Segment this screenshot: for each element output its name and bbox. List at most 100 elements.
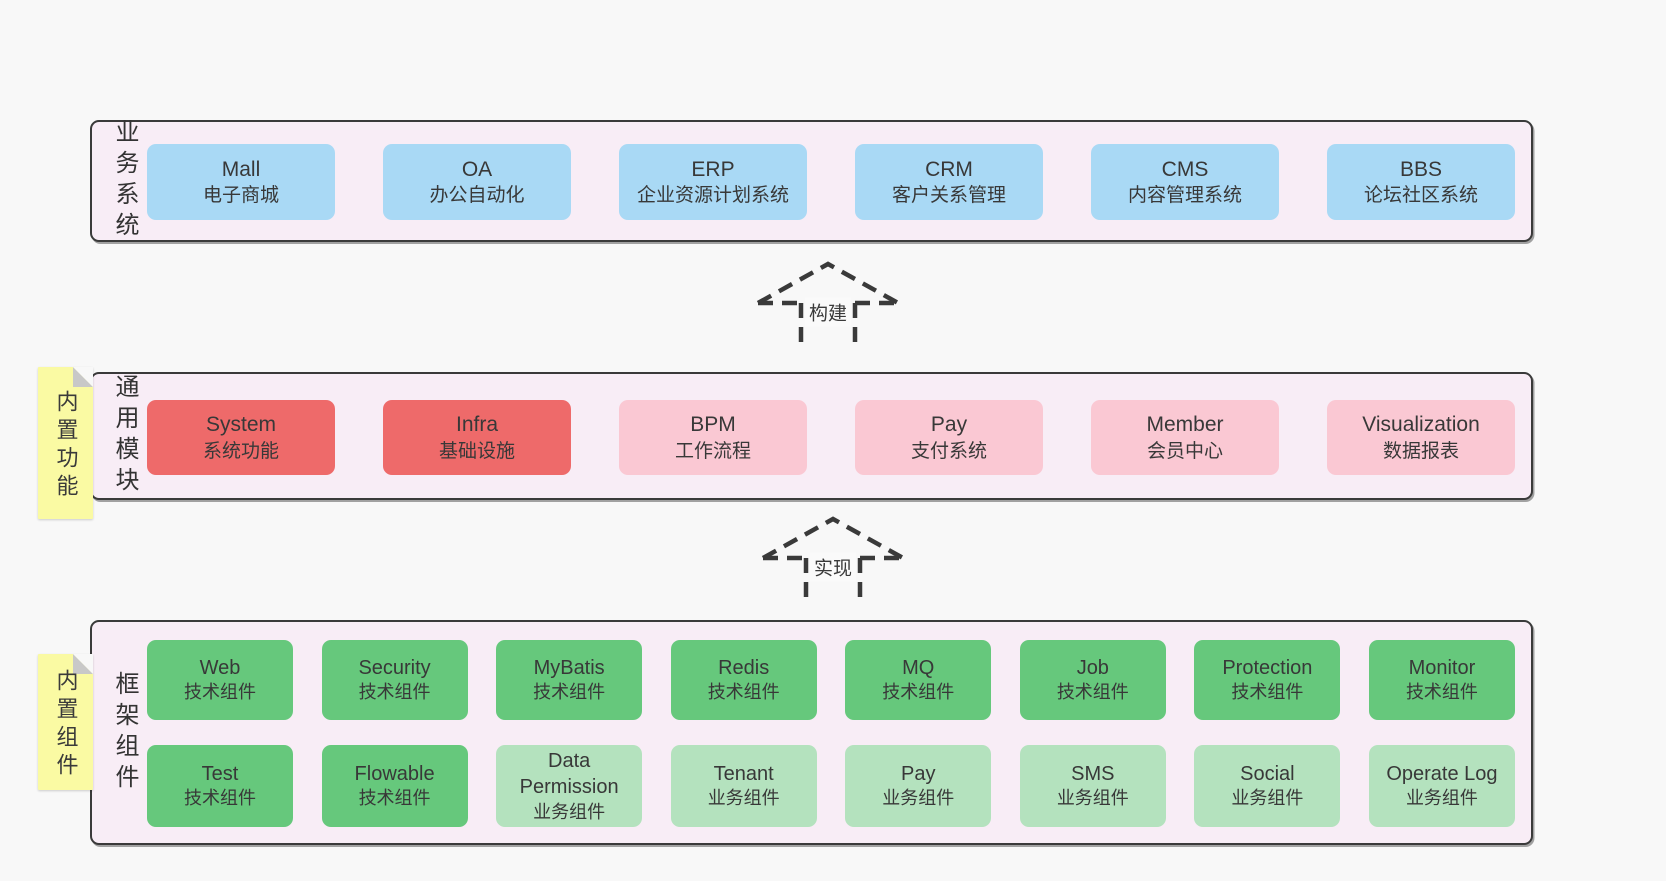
box-title: Pay (930, 413, 968, 437)
box-bbs: BBS 论坛社区系统 (1327, 144, 1515, 220)
box-subtitle: 技术组件 (1231, 682, 1304, 703)
box-subtitle: 技术组件 (1056, 682, 1129, 703)
box-title: Mall (221, 157, 261, 181)
box-title: System (205, 413, 276, 437)
box-subtitle: 技术组件 (1405, 682, 1478, 703)
box-title: BBS (1399, 157, 1443, 181)
box-data-permission: Data Permission 业务组件 (496, 745, 643, 827)
folded-corner-cut (73, 367, 93, 387)
built-in-features-tab: 内置功能 (38, 367, 93, 519)
box-subtitle: 客户关系管理 (891, 185, 1006, 207)
box-title: Visualization (1362, 413, 1480, 437)
box-subtitle: 技术组件 (358, 682, 431, 703)
box-member: Member 会员中心 (1091, 400, 1279, 475)
box-subtitle: 数据报表 (1382, 440, 1459, 462)
box-title: Operate Log (1386, 762, 1498, 785)
box-title: Monitor (1408, 656, 1476, 679)
framework-components-layer: 框架组件 Web 技术组件 Security 技术组件 MyBatis 技术组件… (90, 620, 1533, 845)
box-operate-log: Operate Log 业务组件 (1368, 745, 1515, 827)
box-title: Tenant (713, 762, 774, 785)
box-crm: CRM 客户关系管理 (855, 144, 1043, 220)
box-subtitle: 办公自动化 (429, 185, 525, 207)
box-redis: Redis 技术组件 (670, 640, 817, 720)
box-title: ERP (691, 157, 735, 181)
box-title: Social (1240, 762, 1295, 785)
dashed-up-arrow-icon (761, 516, 905, 603)
box-mq: MQ 技术组件 (845, 640, 992, 720)
common-modules-row: System 系统功能 Infra 基础设施 BPM 工作流程 Pay 支付系统… (147, 400, 1515, 475)
box-subtitle: 技术组件 (533, 682, 606, 703)
box-job: Job 技术组件 (1019, 640, 1166, 720)
box-title: CMS (1161, 157, 1209, 181)
box-title: Pay (901, 762, 936, 785)
box-pay: Pay 支付系统 (855, 400, 1043, 475)
box-title: Protection (1222, 656, 1313, 679)
box-system: System 系统功能 (147, 400, 335, 475)
box-security: Security 技术组件 (321, 640, 468, 720)
box-title: Test (201, 762, 239, 785)
box-test: Test 技术组件 (147, 745, 293, 827)
box-title: SMS (1071, 762, 1115, 785)
box-subtitle: 电子商城 (202, 185, 279, 207)
box-subtitle: 论坛社区系统 (1363, 185, 1478, 207)
box-subtitle: 业务组件 (533, 801, 606, 822)
box-web: Web 技术组件 (147, 640, 293, 720)
box-title: Infra (455, 413, 499, 437)
box-title: Data Permission (519, 749, 619, 799)
box-subtitle: 业务组件 (707, 788, 780, 809)
box-title: BPM (690, 413, 736, 437)
box-title: Job (1076, 656, 1109, 679)
box-subtitle: 基础设施 (438, 440, 515, 462)
box-flowable: Flowable 技术组件 (321, 745, 468, 827)
dashed-up-arrow-icon (756, 261, 900, 348)
box-subtitle: 系统功能 (202, 440, 279, 462)
common-modules-label: 通用模块 (111, 374, 138, 498)
box-tenant: Tenant 业务组件 (670, 745, 817, 827)
box-sms: SMS 业务组件 (1019, 745, 1166, 827)
folded-corner-cut (73, 654, 93, 674)
box-pay-biz: Pay 业务组件 (845, 745, 992, 827)
box-subtitle: 业务组件 (1405, 788, 1478, 809)
built-in-features-tab-label: 内置功能 (53, 390, 79, 503)
box-subtitle: 技术组件 (184, 682, 256, 703)
box-subtitle: 业务组件 (1056, 788, 1129, 809)
framework-components-label: 框架组件 (111, 670, 138, 795)
box-title: Flowable (354, 762, 435, 785)
box-cms: CMS 内容管理系统 (1091, 144, 1279, 220)
box-bpm: BPM 工作流程 (619, 400, 807, 475)
box-title: OA (461, 157, 493, 181)
box-monitor: Monitor 技术组件 (1368, 640, 1515, 720)
box-subtitle: 技术组件 (707, 682, 780, 703)
business-systems-label: 业务系统 (111, 119, 138, 243)
implement-arrow: 实现 (758, 508, 908, 603)
box-social: Social 业务组件 (1194, 745, 1341, 827)
box-subtitle: 支付系统 (910, 440, 987, 462)
box-subtitle: 内容管理系统 (1127, 185, 1242, 207)
build-arrow-label: 构建 (804, 297, 852, 327)
box-infra: Infra 基础设施 (383, 400, 571, 475)
build-arrow: 构建 (753, 253, 903, 348)
implement-arrow-label: 实现 (809, 552, 857, 582)
built-in-components-tab: 内置组件 (38, 654, 93, 790)
framework-components-row-2: Test 技术组件 Flowable 技术组件 Data Permission … (147, 745, 1515, 827)
box-title: CRM (925, 157, 973, 181)
box-erp: ERP 企业资源计划系统 (619, 144, 807, 220)
built-in-components-tab-label: 内置组件 (53, 668, 79, 781)
box-subtitle: 技术组件 (358, 788, 431, 809)
box-title: Security (358, 656, 431, 679)
box-title: MyBatis (533, 656, 605, 679)
box-visualization: Visualization 数据报表 (1327, 400, 1515, 475)
box-mybatis: MyBatis 技术组件 (496, 640, 643, 720)
box-title: Redis (718, 656, 770, 679)
box-subtitle: 业务组件 (1231, 788, 1304, 809)
box-title: MQ (902, 656, 935, 679)
business-systems-layer: 业务系统 Mall 电子商城 OA 办公自动化 ERP 企业资源计划系统 CRM… (90, 119, 1533, 243)
box-title: Member (1146, 413, 1224, 437)
box-subtitle: 工作流程 (674, 440, 751, 462)
box-subtitle: 会员中心 (1146, 440, 1223, 462)
box-subtitle: 技术组件 (184, 788, 256, 809)
framework-components-row-1: Web 技术组件 Security 技术组件 MyBatis 技术组件 Redi… (147, 640, 1515, 720)
business-systems-row: Mall 电子商城 OA 办公自动化 ERP 企业资源计划系统 CRM 客户关系… (147, 144, 1515, 220)
box-mall: Mall 电子商城 (147, 144, 335, 220)
box-oa: OA 办公自动化 (383, 144, 571, 220)
